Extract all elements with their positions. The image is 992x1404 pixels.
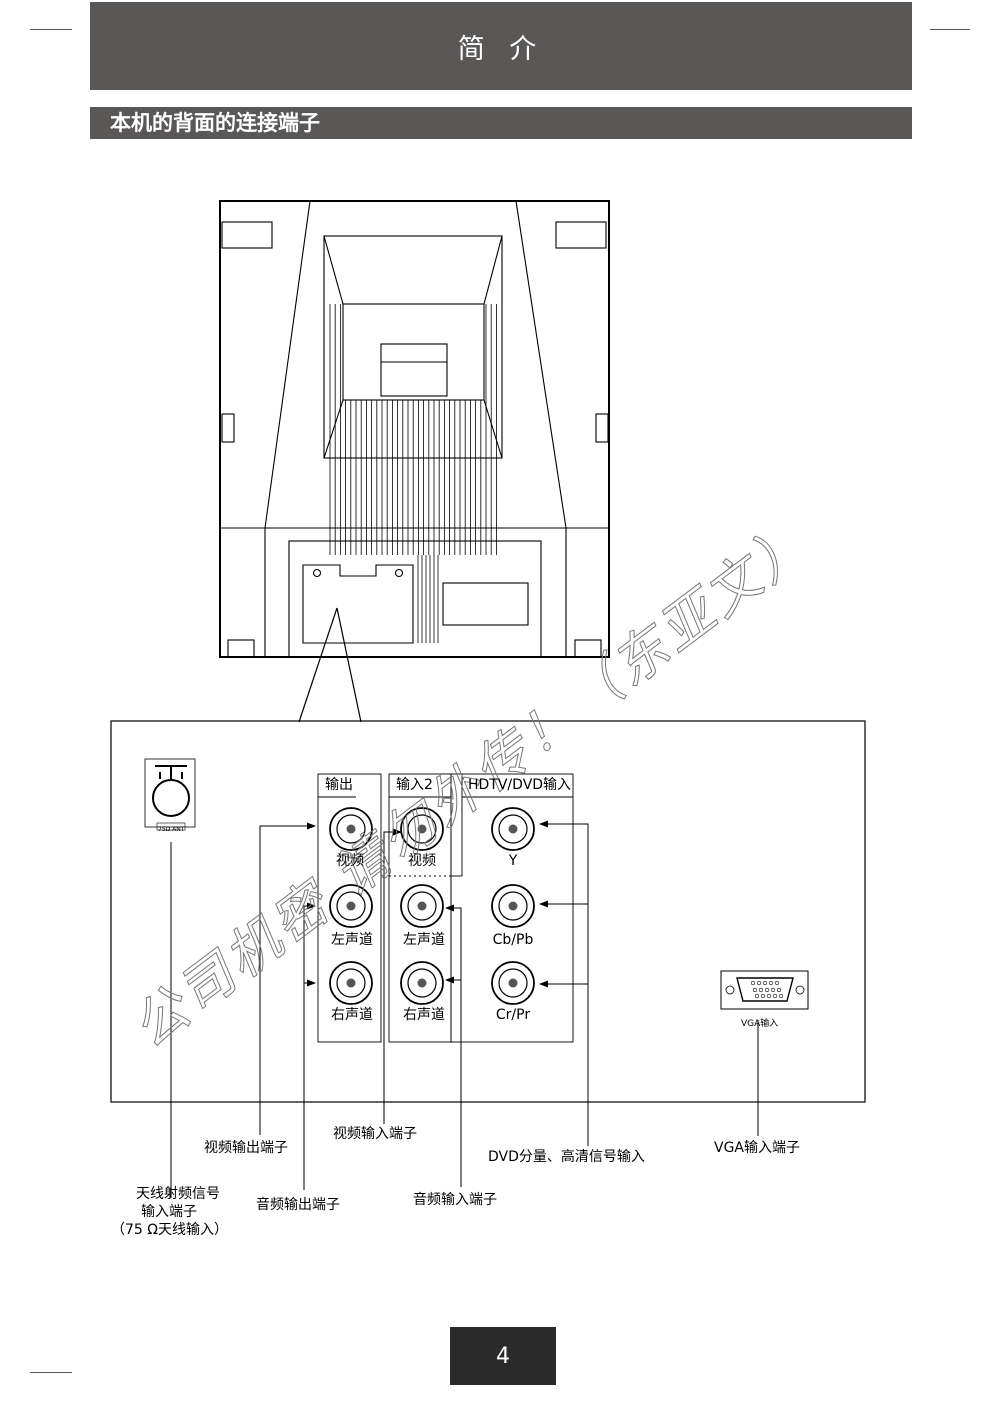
callout-vga-in: VGA输入端子 (714, 1140, 801, 1156)
page-number: 4 (496, 1343, 510, 1369)
rca-jacks (329, 807, 535, 1005)
vga-connector (720, 970, 809, 1010)
rca-jack (400, 961, 444, 1005)
section-title-text: 本机的背面的连接端子 (110, 111, 320, 135)
antenna-icon (144, 758, 196, 831)
antenna-label: 75Ω ANT (158, 826, 185, 833)
vga-pin (774, 980, 780, 986)
callout-antenna-line1: 天线射频信号 (136, 1186, 220, 1202)
rca-jack (491, 884, 535, 928)
vga-pin (776, 987, 782, 993)
vga-label: VGA输入 (741, 1019, 779, 1029)
vga-pin (768, 980, 774, 986)
crop-mark (30, 29, 72, 30)
vga-pin (778, 993, 784, 999)
rca-jack (491, 961, 535, 1005)
callout-audio-in: 音频输入端子 (413, 1192, 497, 1208)
tv-rear-view (219, 200, 610, 658)
jack-label-in2-left: 左声道 (403, 932, 445, 948)
group-label-output: 输出 (325, 777, 353, 793)
group-label-input2: 输入2 (396, 777, 433, 793)
rca-jack (329, 884, 373, 928)
vga-pin (758, 987, 764, 993)
jack-label-cr: Cr/Pr (495, 1007, 531, 1023)
page-number-box: 4 (450, 1327, 556, 1385)
vga-pin (770, 987, 776, 993)
jack-label-in2-right: 右声道 (403, 1007, 445, 1023)
vga-pin (760, 993, 766, 999)
enlarged-panel (110, 720, 866, 1103)
callout-video-out: 视频输出端子 (204, 1140, 288, 1156)
zoom-callout (298, 607, 362, 723)
vga-pin (750, 980, 756, 986)
leader-lines (170, 820, 759, 1198)
callout-audio-out: 音频输出端子 (256, 1197, 340, 1213)
page-header: 简 介 (90, 2, 912, 90)
rca-jack (329, 961, 373, 1005)
callout-antenna-line2: 输入端子 (141, 1204, 197, 1220)
vga-pin (762, 980, 768, 986)
jack-label-y: Y (508, 853, 518, 869)
vga-pin (766, 993, 772, 999)
callout-antenna-line3: （75 Ω天线输入） (111, 1222, 228, 1238)
vent-lines (329, 304, 497, 643)
crop-mark (30, 1372, 72, 1373)
section-title: 本机的背面的连接端子 (90, 107, 912, 139)
jack-label-out-video: 视频 (336, 853, 364, 869)
jack-label-out-left: 左声道 (331, 932, 373, 948)
jack-label-cb: Cb/Pb (492, 932, 534, 948)
crop-mark (930, 29, 970, 30)
rca-jack (329, 807, 373, 851)
callout-video-in: 视频输入端子 (333, 1126, 417, 1142)
jack-label-in2-video: 视频 (408, 853, 436, 869)
callout-dvd-in: DVD分量、高清信号输入 (488, 1149, 645, 1165)
vga-pin (756, 980, 762, 986)
vga-pin (754, 993, 760, 999)
rca-jack (400, 884, 444, 928)
header-title: 简 介 (457, 33, 545, 65)
vga-pin (752, 987, 758, 993)
vga-pin (764, 987, 770, 993)
group-label-hdtv: HDTV/DVD输入 (468, 777, 572, 793)
vga-pin (772, 993, 778, 999)
jack-label-out-right: 右声道 (331, 1007, 373, 1023)
rca-jack (491, 807, 535, 851)
